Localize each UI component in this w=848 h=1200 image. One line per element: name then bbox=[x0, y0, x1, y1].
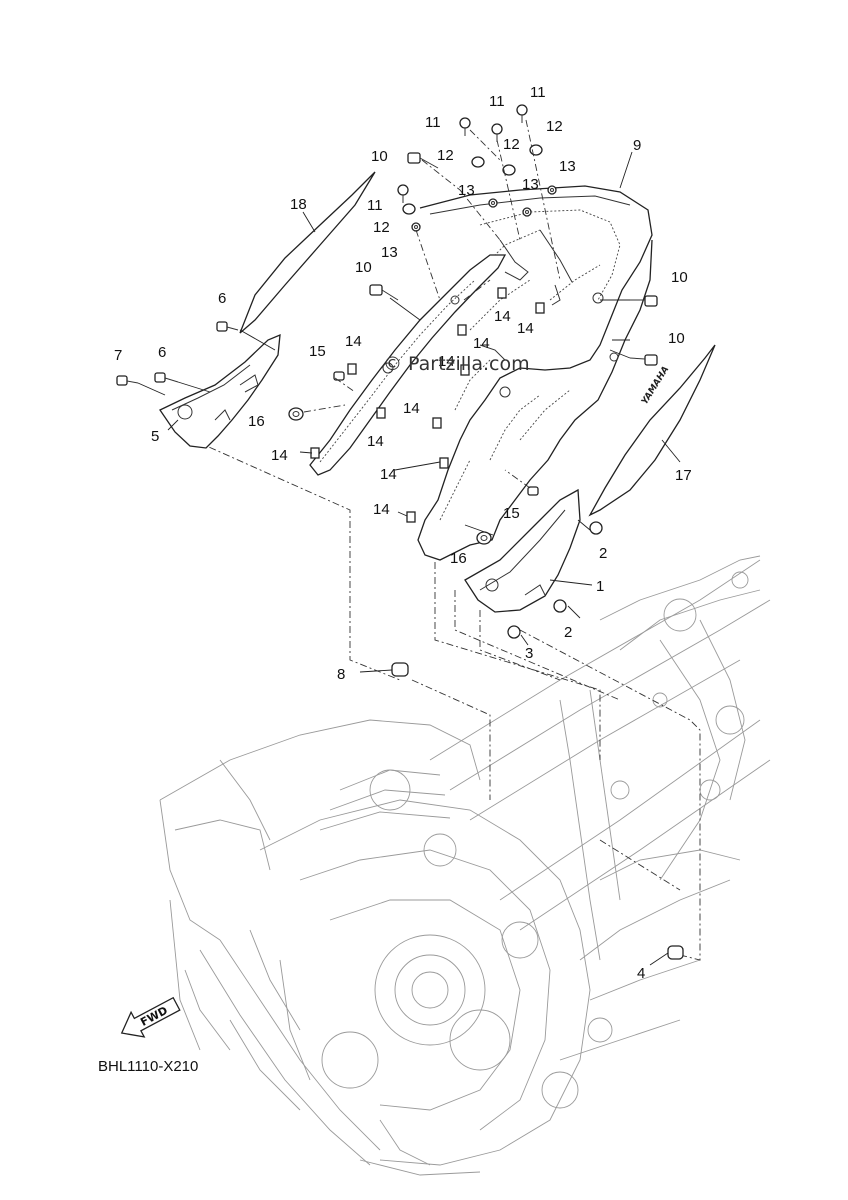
callout-14: 14 bbox=[438, 353, 455, 370]
callout-10: 10 bbox=[371, 148, 388, 165]
callout-13: 13 bbox=[522, 176, 539, 193]
part-5-side-cover bbox=[159, 333, 281, 449]
callout-5: 5 bbox=[151, 428, 159, 445]
callout-14: 14 bbox=[494, 308, 511, 325]
callout-10: 10 bbox=[668, 330, 685, 347]
part-1-side-cover bbox=[464, 488, 593, 613]
inner-bracket bbox=[309, 254, 507, 476]
callout-15: 15 bbox=[503, 505, 520, 522]
callout-14: 14 bbox=[271, 447, 288, 464]
bolt-2-3-icon bbox=[507, 521, 603, 639]
callout-12: 12 bbox=[373, 219, 390, 236]
fwd-arrow-icon: FWD bbox=[120, 996, 181, 1038]
callout-10: 10 bbox=[671, 269, 688, 286]
callout-14: 14 bbox=[517, 320, 534, 337]
washer-13-icon bbox=[411, 185, 557, 232]
frame-engine-outline bbox=[159, 555, 771, 1176]
fasteners bbox=[116, 104, 684, 960]
watermark: © Partzilla.com bbox=[383, 353, 530, 375]
callout-18: 18 bbox=[290, 196, 307, 213]
callout-11: 11 bbox=[425, 114, 441, 131]
callout-11: 11 bbox=[489, 93, 505, 110]
callout-4: 4 bbox=[637, 965, 645, 982]
assembly-lines bbox=[181, 434, 701, 961]
leader-lines bbox=[137, 119, 669, 966]
callout-12: 12 bbox=[546, 118, 563, 135]
callout-13: 13 bbox=[458, 182, 475, 199]
decal-yamaha-text: YAMAHA bbox=[640, 365, 671, 407]
bolt-6-7-icon bbox=[116, 321, 239, 386]
callout-14: 14 bbox=[380, 466, 397, 483]
callout-14: 14 bbox=[373, 501, 390, 518]
collar-12-icon bbox=[402, 144, 543, 215]
clip-14-15-icon bbox=[310, 287, 545, 523]
callout-15: 15 bbox=[309, 343, 326, 360]
callout-12: 12 bbox=[437, 147, 454, 164]
callout-16: 16 bbox=[248, 413, 265, 430]
callout-14: 14 bbox=[473, 335, 490, 352]
callout-11: 11 bbox=[530, 84, 546, 101]
part-18-decal bbox=[239, 171, 376, 334]
callout-11: 11 bbox=[367, 197, 383, 214]
grommet-8-4-icon bbox=[391, 662, 684, 960]
callout-9: 9 bbox=[633, 137, 641, 154]
callout-10: 10 bbox=[355, 259, 372, 276]
callout-6: 6 bbox=[218, 290, 226, 307]
callout-8: 8 bbox=[337, 666, 345, 683]
callout-7: 7 bbox=[114, 347, 122, 364]
callout-16: 16 bbox=[450, 550, 467, 567]
grommet-16-icon bbox=[288, 407, 492, 545]
callout-14: 14 bbox=[367, 433, 384, 450]
watermark-text: © Partzilla.com bbox=[383, 353, 530, 375]
callout-13: 13 bbox=[381, 244, 398, 261]
part-9-rear-cowl bbox=[417, 151, 653, 561]
callout-3: 3 bbox=[525, 645, 533, 662]
diagram-code: BHL1110-X210 bbox=[98, 1058, 198, 1075]
callout-13: 13 bbox=[559, 158, 576, 175]
callout-1: 1 bbox=[596, 578, 604, 595]
callout-labels: 1 2 2 3 4 5 6 6 7 8 9 10 10 10 10 11 11 … bbox=[114, 84, 692, 982]
callout-17: 17 bbox=[675, 467, 692, 484]
callout-6: 6 bbox=[158, 344, 166, 361]
callout-12: 12 bbox=[503, 136, 520, 153]
callout-2: 2 bbox=[599, 545, 607, 562]
bolt-11-icon bbox=[397, 104, 528, 203]
bolt-10-icon bbox=[369, 152, 658, 366]
callout-2: 2 bbox=[564, 624, 572, 641]
callout-14: 14 bbox=[345, 333, 362, 350]
callout-14: 14 bbox=[403, 400, 420, 417]
